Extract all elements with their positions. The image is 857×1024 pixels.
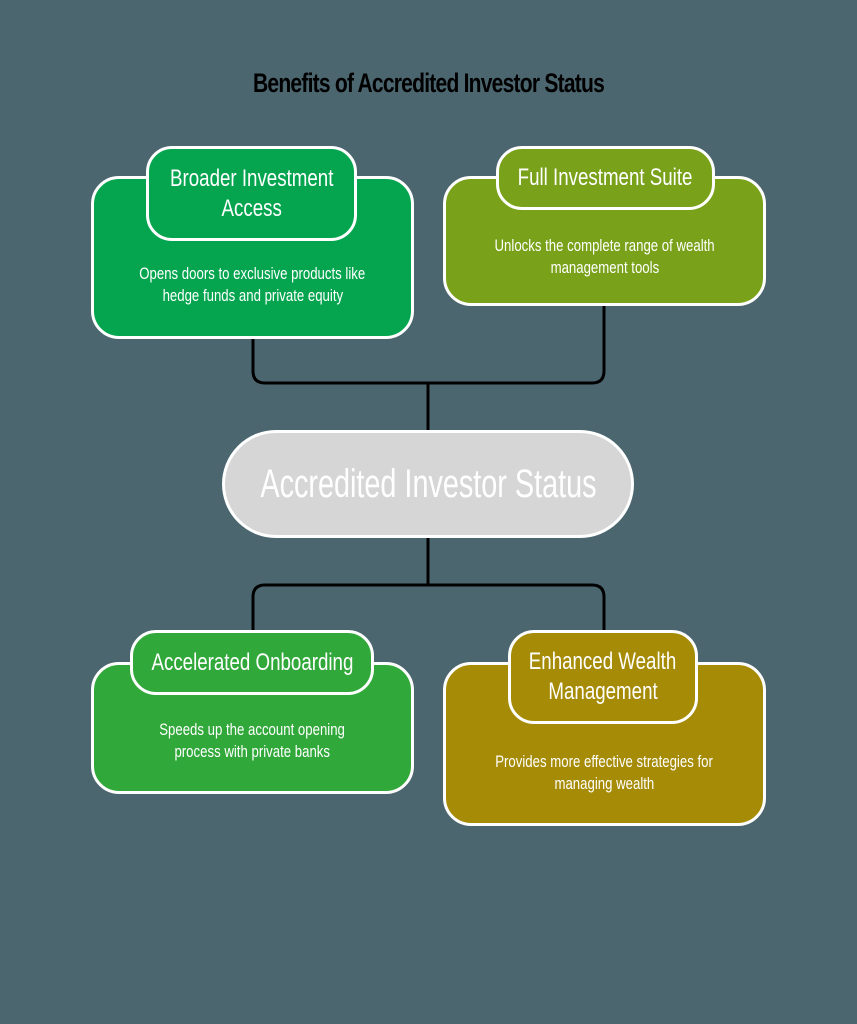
benefit-description: Unlocks the complete range of wealth man… bbox=[494, 237, 715, 277]
benefit-description: Speeds up the account opening process wi… bbox=[159, 721, 346, 761]
benefit-header-accelerated-onboarding: Accelerated Onboarding bbox=[130, 630, 374, 695]
diagram-title: Benefits of Accredited Investor Status bbox=[252, 68, 605, 98]
benefit-description: Opens doors to exclusive products like h… bbox=[139, 265, 366, 305]
benefit-header-enhanced-wealth-management: Enhanced Wealth Management bbox=[508, 630, 698, 724]
central-node-accredited-investor-status: Accredited Investor Status bbox=[222, 430, 634, 538]
benefit-header-broader-investment-access: Broader Investment Access bbox=[146, 146, 357, 241]
benefit-header-full-investment-suite: Full Investment Suite bbox=[496, 146, 715, 210]
bottom-connector bbox=[251, 583, 606, 662]
benefit-description: Provides more effective strategies for m… bbox=[495, 753, 714, 793]
